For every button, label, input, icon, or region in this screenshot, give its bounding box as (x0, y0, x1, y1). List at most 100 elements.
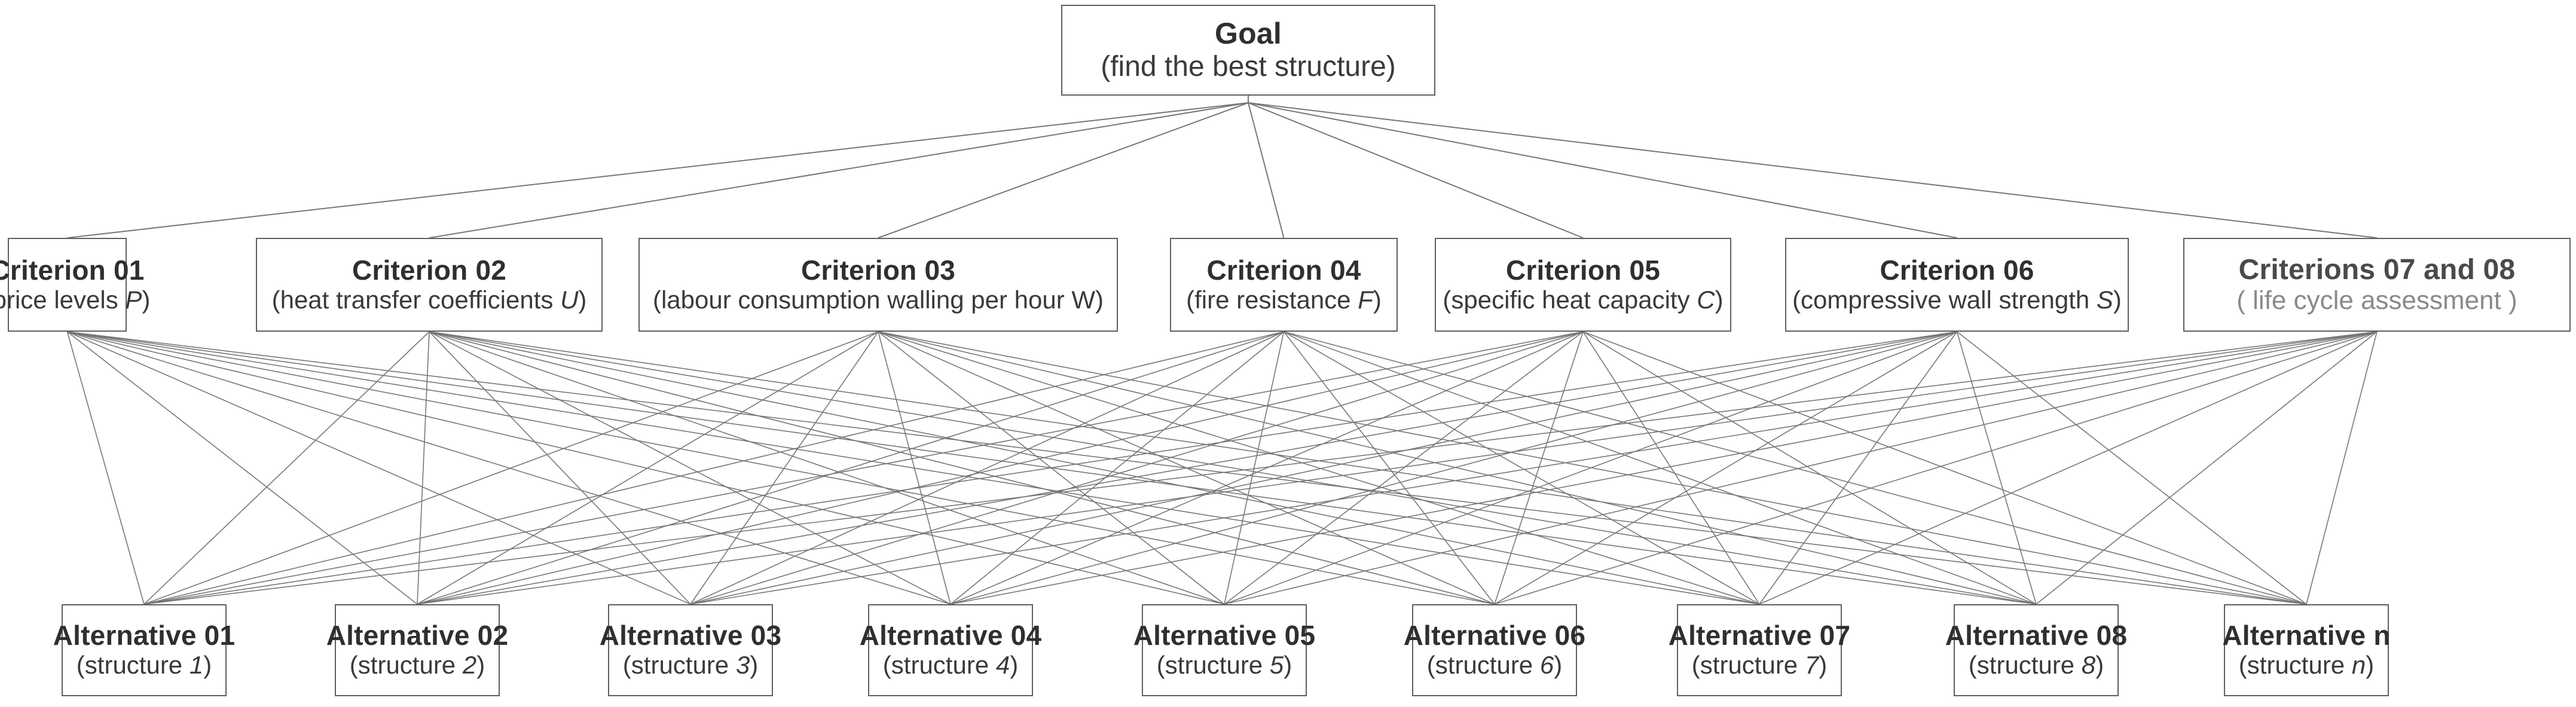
alternative-node-alternative-n[interactable]: Alternative n(structure n) (2222, 604, 2391, 696)
node-subtitle: (structure 3) (622, 651, 759, 680)
edge-criterion-5-to-alternative-6 (1494, 331, 1584, 605)
edge-criterion-1-to-alternative-3 (67, 331, 691, 605)
edge-criterion-2-to-alternative-3 (429, 331, 691, 605)
edge-criterion-3-to-alternative-4 (878, 331, 951, 605)
edge-criterion-3-to-alternative-3 (690, 331, 879, 605)
criterion-node-criterion-03[interactable]: Criterion 03(labour consumption walling … (638, 238, 1118, 332)
alternative-node-alternative-02[interactable]: Alternative 02(structure 2) (326, 604, 508, 696)
node-title: Alternative 03 (599, 620, 782, 651)
node-title: Alternative 01 (53, 620, 236, 651)
edge-criterion-7-to-alternative-3 (690, 331, 2378, 605)
node-subtitle: (compressive wall strength S) (1792, 285, 2122, 314)
node-title: Alternative 04 (859, 620, 1042, 651)
alternative-node-alternative-05[interactable]: Alternative 05(structure 5) (1133, 604, 1315, 696)
edge-criterion-7-to-alternative-7 (1759, 331, 2378, 605)
criterion-node-criterion-01[interactable]: Criterion 01(price levels P) (0, 238, 150, 332)
alternative-node-alternative-07[interactable]: Alternative 07(structure 7) (1669, 604, 1850, 696)
edge-criterion-4-to-alternative-7 (1284, 331, 1760, 605)
edge-criterion-1-to-alternative-7 (67, 331, 1760, 605)
edge-criterion-3-to-alternative-6 (878, 331, 1495, 605)
goal-subtitle: (find the best structure) (1101, 51, 1396, 83)
edge-goal-to-criterion-6 (1248, 102, 1957, 238)
edge-goal-to-criterion-5 (1248, 102, 1584, 238)
edge-criterion-5-to-alternative-3 (690, 331, 1584, 605)
node-title: Alternative 06 (1403, 620, 1586, 651)
goal-title: Goal (1215, 17, 1282, 51)
edge-criterion-5-to-alternative-5 (1224, 331, 1584, 605)
edge-criterion-5-to-alternative-2 (417, 331, 1584, 605)
edge-goal-to-criterion-2 (429, 102, 1249, 238)
edge-criterion-1-to-alternative-6 (67, 331, 1495, 605)
node-title: Criterion 03 (800, 254, 956, 286)
criterion-node-criterion-02[interactable]: Criterion 02(heat transfer coefficients … (256, 238, 603, 332)
edge-criterion-4-to-alternative-4 (950, 331, 1285, 605)
edge-criterion-4-to-alternative-9 (1284, 331, 2307, 605)
edge-criterion-6-to-alternative-9 (1957, 331, 2307, 605)
edge-criterion-4-to-alternative-2 (417, 331, 1284, 605)
goal-node[interactable]: Goal (find the best structure) (1061, 5, 1435, 96)
edge-criterion-2-to-alternative-1 (143, 331, 430, 605)
alternative-node-alternative-06[interactable]: Alternative 06(structure 6) (1404, 604, 1585, 696)
edge-criterion-6-to-alternative-1 (143, 331, 1957, 605)
edge-criterion-6-to-alternative-6 (1494, 331, 1957, 605)
edge-criterion-7-to-alternative-4 (950, 331, 2378, 605)
edge-goal-to-criterion-1 (67, 102, 1249, 238)
edge-criterion-6-to-alternative-2 (417, 331, 1957, 605)
node-title: Alternative 08 (1945, 620, 2128, 651)
edge-criterion-1-to-alternative-4 (67, 331, 951, 605)
node-title: Criterion 06 (1880, 254, 2034, 286)
node-title: Alternative n (2222, 620, 2391, 651)
node-subtitle: (fire resistance F) (1186, 285, 1382, 314)
edge-criterion-5-to-alternative-4 (950, 331, 1584, 605)
edge-criterion-1-to-alternative-5 (67, 331, 1225, 605)
edge-criterion-1-to-alternative-9 (67, 331, 2307, 605)
alternative-node-alternative-03[interactable]: Alternative 03(structure 3) (600, 604, 781, 696)
alternative-node-alternative-04[interactable]: Alternative 04(structure 4) (860, 604, 1041, 696)
node-title: Criterion 05 (1505, 254, 1661, 286)
node-subtitle: (structure 5) (1156, 651, 1292, 680)
edge-criterion-2-to-alternative-9 (429, 331, 2307, 605)
edge-criterion-4-to-alternative-1 (143, 331, 1284, 605)
criterion-node-criterions-07-and-08[interactable]: Criterions 07 and 08( life cycle assessm… (2183, 238, 2571, 332)
edge-criterion-2-to-alternative-2 (417, 331, 430, 605)
node-title: Alternative 07 (1668, 620, 1851, 651)
edge-criterion-6-to-alternative-4 (950, 331, 1957, 605)
edge-criterion-3-to-alternative-8 (878, 331, 2037, 605)
edge-goal-to-criterion-4 (1248, 102, 1285, 238)
node-subtitle: (structure 7) (1691, 651, 1828, 680)
edge-criterion-1-to-alternative-1 (66, 331, 145, 605)
edge-criterion-4-to-alternative-8 (1284, 331, 2037, 605)
node-subtitle: (structure 8) (1968, 651, 2104, 680)
node-title: Criterion 04 (1206, 254, 1361, 286)
edge-criterion-1-to-alternative-2 (67, 331, 418, 605)
edge-criterion-3-to-alternative-9 (878, 331, 2307, 605)
edge-criterion-7-to-alternative-6 (1494, 331, 2378, 605)
alternative-node-alternative-08[interactable]: Alternative 08(structure 8) (1945, 604, 2127, 696)
node-subtitle: (structure 2) (349, 651, 485, 680)
edge-criterion-7-to-alternative-1 (143, 331, 2378, 605)
edge-criterion-7-to-alternative-8 (2036, 331, 2378, 605)
edge-criterion-3-to-alternative-7 (878, 331, 1760, 605)
alternative-node-alternative-01[interactable]: Alternative 01(structure 1) (53, 604, 235, 696)
edge-criterion-5-to-alternative-7 (1582, 331, 1760, 605)
criterion-node-criterion-06[interactable]: Criterion 06(compressive wall strength S… (1785, 238, 2129, 332)
node-subtitle: (structure n) (2238, 651, 2375, 680)
node-title: Criterion 02 (352, 254, 507, 286)
node-subtitle: (heat transfer coefficients U) (271, 285, 587, 314)
node-title: Criterions 07 and 08 (2238, 253, 2516, 286)
edge-criterion-6-to-alternative-3 (690, 331, 1957, 605)
edge-criterion-6-to-alternative-7 (1759, 331, 1958, 605)
edge-criterion-7-to-alternative-9 (2306, 331, 2378, 605)
edge-criterion-1-to-alternative-8 (67, 331, 2037, 605)
edge-criterion-2-to-alternative-5 (429, 331, 1225, 605)
criterion-node-criterion-05[interactable]: Criterion 05(specific heat capacity C) (1435, 238, 1731, 332)
edge-criterion-4-to-alternative-5 (1224, 331, 1285, 605)
edge-criterion-4-to-alternative-3 (690, 331, 1284, 605)
criterion-node-criterion-04[interactable]: Criterion 04(fire resistance F) (1170, 238, 1398, 332)
node-subtitle: (structure 6) (1426, 651, 1563, 680)
edge-criterion-2-to-alternative-7 (429, 331, 1760, 605)
edge-criterion-4-to-alternative-6 (1283, 331, 1495, 605)
edge-criterion-5-to-alternative-9 (1582, 331, 2307, 605)
edge-criterion-3-to-alternative-5 (878, 331, 1225, 605)
